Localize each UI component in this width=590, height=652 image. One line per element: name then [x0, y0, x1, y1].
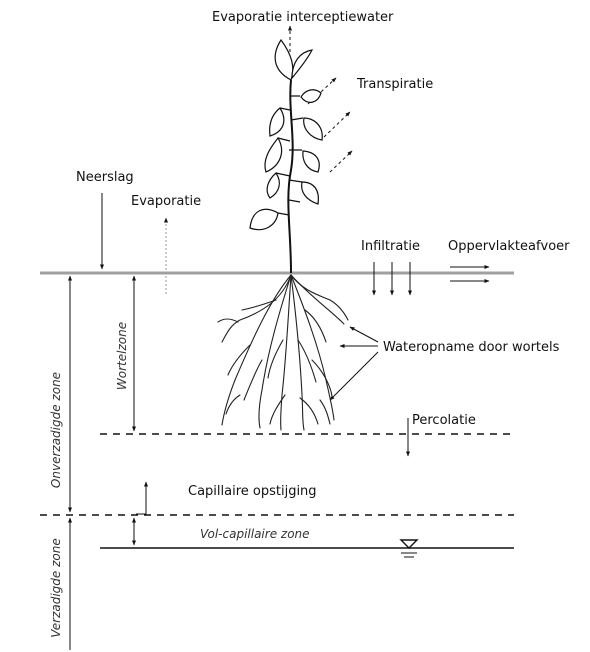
wortelzone-label: Wortelzone — [116, 322, 128, 390]
roots — [218, 275, 348, 430]
capillaire-opstijging-label: Capillaire opstijging — [188, 485, 317, 498]
leaf — [270, 108, 284, 136]
plant — [250, 40, 322, 273]
leaf — [265, 138, 282, 172]
percolatie-label: Percolatie — [412, 414, 476, 427]
neerslag-label: Neerslag — [76, 171, 134, 184]
leaf — [304, 118, 323, 140]
leaf — [302, 182, 319, 204]
capillaire-opstijging-arrow — [136, 482, 146, 514]
leaf — [250, 209, 278, 229]
wateropname-label: Wateropname door wortels — [383, 341, 559, 354]
transpiratie-label: Transpiratie — [357, 78, 433, 91]
verzadigde-zone-label: Verzadigde zone — [50, 538, 62, 638]
oppervlakteafvoer-label: Oppervlakteafvoer — [448, 240, 570, 253]
leaf — [301, 90, 321, 103]
infiltratie-label: Infiltratie — [361, 240, 420, 253]
evaporatie-interceptiewater-label: Evaporatie interceptiewater — [212, 11, 393, 24]
evaporatie-label: Evaporatie — [131, 195, 201, 208]
leaf — [303, 151, 319, 172]
infiltratie-arrows — [374, 262, 410, 295]
plant-stem — [288, 80, 292, 273]
onverzadigde-zone-label: Onverzadigde zone — [50, 372, 62, 488]
vol-capillaire-zone-label: Vol-capillaire zone — [200, 528, 310, 540]
top-leaf — [292, 50, 312, 78]
wateropname-arrows — [330, 327, 378, 400]
leaf — [267, 173, 279, 198]
